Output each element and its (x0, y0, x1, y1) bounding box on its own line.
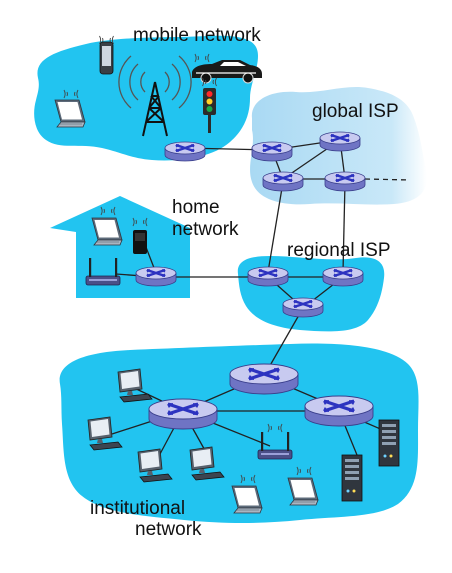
router-icon (134, 265, 178, 288)
router-icon (321, 265, 365, 288)
router-icon (261, 170, 305, 193)
server-icon (341, 454, 363, 502)
car-icon (192, 53, 262, 84)
traffic-light-icon (202, 77, 217, 133)
router-icon (228, 362, 300, 396)
global-isp-label: global ISP (312, 101, 399, 122)
router-icon (318, 130, 362, 153)
router-icon (303, 394, 375, 428)
router-icon (281, 296, 325, 319)
router-icon (250, 140, 294, 163)
mobile-network-label: mobile network (133, 25, 261, 46)
institutional-network-label-line1: institutional (90, 498, 185, 519)
router-icon (163, 140, 207, 163)
router-icon (323, 170, 367, 193)
smartphone-icon (99, 35, 114, 75)
router-icon (246, 265, 290, 288)
mobile-device-icon (132, 217, 148, 254)
institutional-network-label-line2: network (135, 519, 202, 540)
server-icon (378, 419, 400, 467)
regional-isp-label: regional ISP (287, 240, 391, 261)
home-network-label-line1: home (172, 197, 220, 218)
home-network-label-line2: network (172, 219, 239, 240)
router-icon (147, 397, 219, 431)
cell-tower-icon (118, 55, 192, 137)
mobile-network-region (34, 35, 258, 161)
